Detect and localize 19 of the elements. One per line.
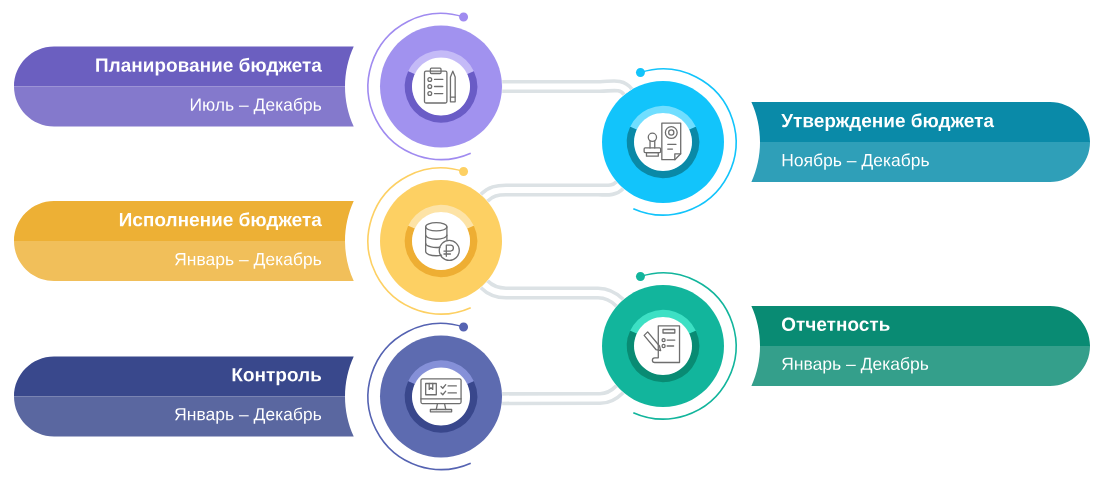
banner: Планирование бюджета Июль – Декабрь — [14, 46, 354, 127]
node-label: Январь – Декабрь — [174, 252, 322, 269]
banner: Утверждение бюджета Ноябрь – Декабрь — [751, 102, 1090, 182]
stage-circle — [380, 180, 502, 302]
stage-circle — [380, 335, 502, 458]
stage-circle — [602, 81, 724, 203]
node-label: Ноябрь – Декабрь — [782, 153, 929, 170]
node-label: Январь – Декабрь — [782, 356, 929, 374]
connector — [502, 79, 633, 97]
connector — [502, 384, 625, 406]
banner: Отчетность Январь – Декабрь — [751, 306, 1090, 386]
node-label: Январь – Декабрь — [174, 407, 322, 424]
banner: Исполнение бюджета Январь – Декабрь — [14, 201, 354, 281]
stage-circle — [380, 25, 502, 148]
connector — [479, 180, 624, 203]
connector — [479, 279, 625, 308]
node-label: Июль – Декабрь — [190, 97, 322, 115]
banner: Контроль Январь – Декабрь — [14, 356, 354, 437]
stage-circle — [602, 285, 724, 407]
